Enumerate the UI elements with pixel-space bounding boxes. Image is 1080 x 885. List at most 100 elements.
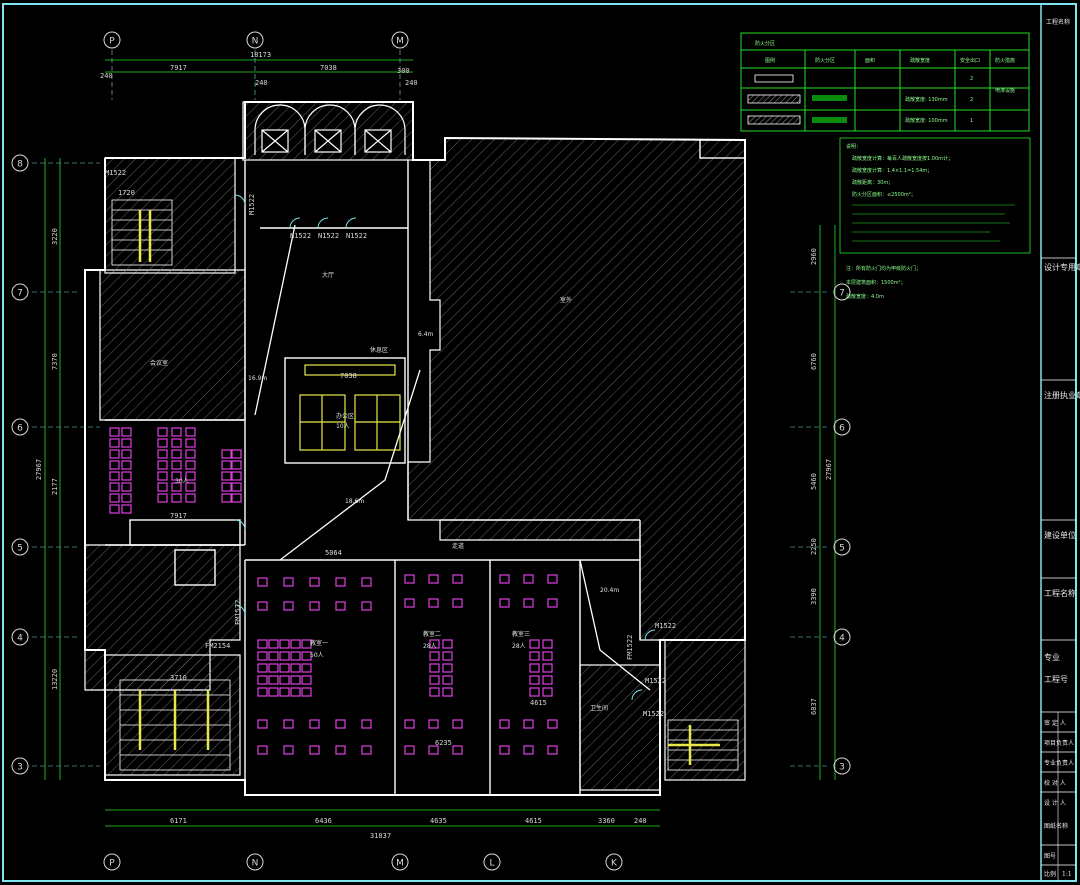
room-label-outdoor: 室外 [560,296,572,304]
seat-129 [542,687,553,697]
notes-line-1: 疏散宽度计算：每百人疏散宽度按1.00m计； [852,155,953,162]
hatched-zone-bottom-left [104,654,241,776]
seat-103 [442,663,453,673]
door-label-8: M1522 [645,677,666,685]
seat-110 [452,719,463,729]
seat-30 [185,471,196,481]
seat-39 [221,460,232,470]
dim-left-seg-3: 2177 [51,478,59,495]
seat-80 [290,687,301,697]
seat-15 [121,504,132,514]
axis-bubble-right-1: 6 [839,424,845,434]
seat-75 [290,675,301,685]
seat-99 [442,639,453,649]
legend-row2-measure: 喷淋设施 [995,87,1015,94]
drawing-name-label: 图纸名称 [1044,822,1068,830]
seat-35 [171,493,182,503]
seat-69 [279,663,290,673]
axis-bubble-bottom-3: L [489,859,494,869]
seat-18 [185,427,196,437]
room-label-class-1-cap: 50人 [310,652,324,659]
dim-right-total: 27967 [825,459,833,480]
seat-21 [185,438,196,448]
dim-left-seg-1: 3220 [51,228,59,245]
seat-57 [257,639,268,649]
legend-table: 防火分区 图例 防火分区 面积 疏散宽度 安全出口 防火措施 疏散宽度: 130… [740,32,1030,132]
seat-22 [157,449,168,459]
legend-header-5: 安全出口 [960,57,980,64]
axis-bubble-right-0: 7 [839,289,845,299]
seat-10 [109,482,120,492]
seat-134 [523,745,534,755]
hatched-zone-stair-right [664,639,746,781]
seat-2 [109,438,120,448]
room-label-class-2-cap: 28人 [423,643,437,650]
room-label-meeting-cap: 30人 [175,478,189,485]
seat-95 [404,598,415,608]
drawing-frame [2,3,1077,882]
axis-bubble-bottom-1: N [252,859,259,869]
dim-interior-5: 4615 [530,699,547,707]
legend-row3-width: 疏散宽度: 100mm [905,117,948,124]
stamp-label-job-no: 工程号 [1044,675,1068,684]
seat-111 [404,745,415,755]
sig-label-1: 审 定 人 [1044,719,1066,727]
exterior-wall [84,101,746,796]
legend-fill-2 [812,95,847,101]
seat-28 [157,471,168,481]
axis-bubble-top-1-circle [246,31,264,49]
seat-82 [257,719,268,729]
door-label-1: N1522 [290,232,311,240]
seat-83 [283,719,294,729]
seat-120 [529,639,540,649]
axis-bubble-left-3: 5 [17,544,23,554]
seat-84 [309,719,320,729]
seat-13 [121,493,132,503]
room-label-office-cap: 10人 [336,423,350,430]
dim-interior-7: 3710 [170,674,187,682]
seat-130 [499,719,510,729]
sig-label-2: 项目负责人 [1044,739,1074,747]
seat-107 [442,687,453,697]
evacuation-paths [254,224,651,691]
axis-bubble-right-2-circle [833,538,851,556]
axis-bubble-right-4: 3 [839,763,845,773]
axis-bubble-left-1: 7 [17,289,23,299]
legend-row2-width: 疏散宽度: 130mm [905,96,948,103]
seat-68 [268,663,279,673]
seat-121 [542,639,553,649]
seat-135 [547,745,558,755]
seat-6 [109,460,120,470]
legend-swatch-3 [747,115,801,125]
seat-25 [157,460,168,470]
seat-42 [231,471,242,481]
dim-bottom-seg-6: 240 [634,817,647,825]
seat-24 [185,449,196,459]
dim-left-total: 27967 [35,459,43,480]
seat-102 [429,663,440,673]
door-label-5: FM1522 [234,600,242,625]
seat-8 [109,471,120,481]
dim-top-total: 18173 [250,51,271,59]
dim-right-seg-5: 3390 [810,588,818,605]
seat-48 [283,577,294,587]
seat-114 [499,574,510,584]
dim-bottom-seg-2: 6436 [315,817,332,825]
seat-33 [185,482,196,492]
axis-bubble-top-2: M [396,37,404,47]
seat-61 [301,639,312,649]
seat-133 [499,745,510,755]
seat-108 [404,719,415,729]
door-label-11: M1522 [105,169,126,177]
sig-label-4: 校 对 人 [1044,779,1066,787]
seat-40 [231,460,242,470]
door-label-10: FM1522 [626,635,634,660]
hatched-zone-right [407,137,746,641]
scale-label: 比例 [1044,870,1056,878]
dim-top-small-2: 240 [255,79,268,87]
seat-62 [257,651,268,661]
legend-header-3: 面积 [865,57,875,64]
seat-65 [290,651,301,661]
dim-right-seg-3: 5460 [810,473,818,490]
seat-79 [279,687,290,697]
